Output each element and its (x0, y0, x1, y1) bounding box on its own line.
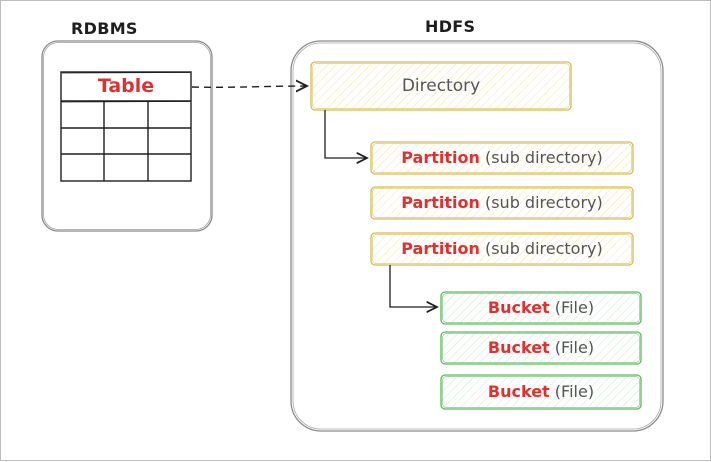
partition-suffix: (sub directory) (484, 193, 603, 212)
partition-suffix: (sub directory) (484, 148, 603, 167)
partition-to-bucket-arrow (389, 265, 437, 307)
hdfs-title: HDFS (425, 17, 476, 36)
directory-to-partition-arrow (324, 110, 367, 158)
hdfs-container (290, 40, 664, 432)
bucket-keyword: Bucket (487, 382, 550, 401)
partition-label-3: Partition (sub directory) (371, 239, 633, 258)
bucket-suffix: (File) (554, 298, 595, 317)
bucket-label-2: Bucket (File) (441, 338, 641, 357)
partition-box-2 (370, 186, 634, 220)
bucket-label-3: Bucket (File) (441, 382, 641, 401)
bucket-label-1: Bucket (File) (441, 298, 641, 317)
rdbms-container (41, 40, 213, 232)
table-to-directory-arrow (191, 86, 307, 87)
directory-label: Directory (401, 76, 481, 96)
partition-suffix: (sub directory) (484, 239, 603, 258)
partition-box-3 (370, 232, 634, 266)
partition-keyword: Partition (401, 239, 480, 258)
partition-label-1: Partition (sub directory) (371, 148, 633, 167)
rdbms-container-sketch (43, 42, 211, 230)
partition-keyword: Partition (401, 148, 480, 167)
bucket-suffix: (File) (554, 338, 595, 357)
bucket-keyword: Bucket (487, 338, 550, 357)
rdbms-title: RDBMS (71, 19, 138, 38)
directory-box (310, 61, 572, 111)
table-grid (60, 71, 192, 182)
partition-label-2: Partition (sub directory) (371, 193, 633, 212)
bucket-box-1 (440, 291, 642, 325)
hdfs-container-sketch (292, 42, 662, 430)
bucket-suffix: (File) (554, 382, 595, 401)
bucket-box-3 (440, 374, 642, 410)
partition-keyword: Partition (401, 193, 480, 212)
bucket-keyword: Bucket (487, 298, 550, 317)
table-label: Table (97, 75, 155, 97)
partition-box-1 (370, 141, 634, 175)
bucket-box-2 (440, 331, 642, 365)
